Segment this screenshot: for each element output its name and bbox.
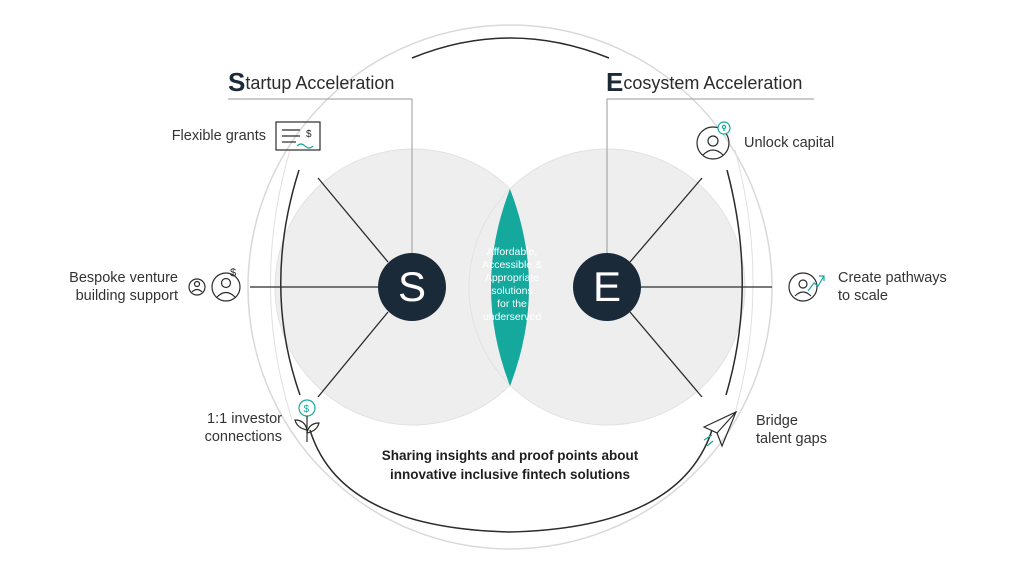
label-line: 1:1 investor (207, 411, 282, 427)
label-line: connections (204, 429, 282, 445)
startup-heading-text: tartup Acceleration (245, 73, 395, 93)
caption-line: innovative inclusive fintech solutions (389, 467, 631, 482)
ecosystem-node: E (573, 253, 641, 321)
label-flexible-grants: Flexible grants (172, 127, 266, 145)
ecosystem-acceleration-heading: Ecosystem Acceleration (606, 67, 802, 98)
ecosystem-heading-initial: E (606, 67, 624, 97)
unlock-capital-icon (696, 121, 731, 160)
lens-line: Appropriate (484, 272, 540, 284)
svg-text:$: $ (230, 267, 236, 279)
label-bridge-talent: Bridge talent gaps (756, 412, 827, 448)
label-line: building support (75, 288, 178, 304)
label-line: Bridge (756, 413, 798, 429)
right-arc (725, 169, 743, 396)
label-line: Flexible grants (171, 128, 266, 144)
label-create-pathways: Create pathways to scale (838, 269, 947, 305)
top-arc (411, 37, 610, 59)
label-bespoke-venture: Bespoke venture building support (69, 269, 178, 305)
intersection-text: Affordable, Accessible & Appropriate sol… (465, 246, 559, 324)
bottom-arc (309, 429, 713, 533)
grant-check-icon: $ (275, 121, 321, 151)
label-investor-connections: 1:1 investor connections (205, 410, 282, 446)
ecosystem-heading-text: cosystem Acceleration (623, 73, 803, 93)
left-arc (280, 169, 301, 396)
label-unlock-capital: Unlock capital (744, 134, 834, 152)
startup-heading-connector (228, 98, 413, 253)
lens-line: underserved (482, 311, 542, 323)
svg-text:$: $ (304, 404, 310, 415)
sharing-insights-caption: Sharing insights and proof points about … (330, 446, 690, 484)
investor-plant-icon: $ (294, 399, 320, 442)
label-line: talent gaps (756, 431, 827, 447)
lens-line: Accessible & (481, 259, 543, 271)
lens-line: for the (497, 298, 527, 310)
spoke-investor (317, 311, 389, 398)
svg-text:$: $ (306, 129, 312, 140)
label-line: Unlock capital (744, 135, 835, 151)
growth-pathway-icon (788, 272, 825, 302)
label-line: Bespoke venture (69, 270, 178, 286)
paper-plane-icon (702, 410, 738, 448)
spoke-grants (317, 177, 389, 263)
label-line: to scale (838, 288, 888, 304)
intersection-lens (491, 189, 529, 386)
label-line: Create pathways (838, 270, 947, 286)
lens-line: solutions (491, 285, 533, 297)
startup-acceleration-heading: Startup Acceleration (228, 67, 394, 98)
startup-heading-initial: S (228, 67, 246, 97)
lens-line: Affordable, (486, 246, 538, 258)
venture-support-icon: $ (188, 267, 241, 302)
spoke-talent (629, 311, 703, 398)
ecosystem-heading-connector (606, 98, 814, 253)
caption-line: Sharing insights and proof points about (381, 448, 639, 463)
startup-node: S (378, 253, 446, 321)
spoke-capital (629, 177, 703, 263)
